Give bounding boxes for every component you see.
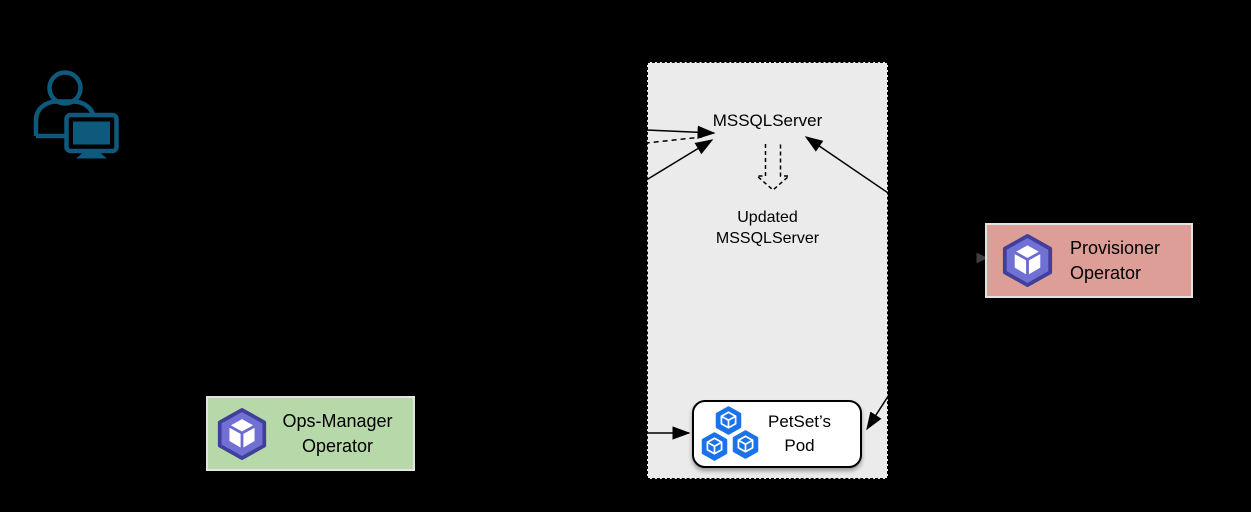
monitor-stand bbox=[76, 151, 107, 159]
ops-manager-operator-box: Ops-Manager Operator bbox=[206, 396, 415, 471]
petset-pod-label: PetSet’s Pod bbox=[767, 412, 831, 455]
petset-pod-box: PetSet’s Pod bbox=[692, 400, 862, 468]
pod-icon bbox=[701, 432, 728, 461]
updated-mssqlserver-label: Updated MSSQLServer bbox=[715, 209, 820, 247]
provisioner-operator-label: Provisioner Operator bbox=[1070, 237, 1161, 283]
mssqlserver-label: MSSQLServer bbox=[712, 111, 823, 130]
arrow-user-to-opsmanager bbox=[149, 199, 312, 393]
pod-icon bbox=[732, 430, 759, 459]
ops-manager-operator-label: Ops-Manager Operator bbox=[282, 410, 393, 456]
pod-icon bbox=[715, 406, 742, 435]
pod-icons bbox=[701, 406, 759, 461]
user-at-computer-icon bbox=[33, 70, 119, 159]
operator-icon bbox=[216, 407, 268, 461]
provisioner-operator-box: Provisioner Operator bbox=[985, 223, 1193, 298]
user-shoulders bbox=[33, 99, 96, 136]
user-head bbox=[47, 70, 83, 106]
operator-icon bbox=[1001, 233, 1054, 288]
